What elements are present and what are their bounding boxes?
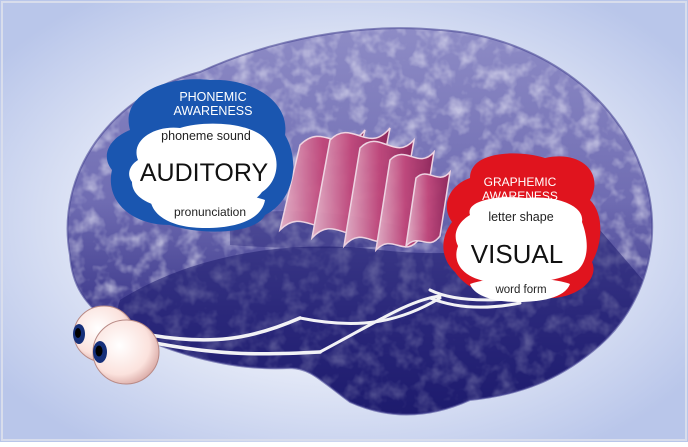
phonemic-awareness-label-line2: AWARENESS	[174, 104, 253, 118]
auditory-label: AUDITORY	[140, 159, 269, 187]
letter-shape-label: letter shape	[488, 210, 553, 224]
phoneme-sound-label: phoneme sound	[161, 129, 251, 143]
visual-label: VISUAL	[471, 239, 564, 269]
word-form-label: word form	[494, 284, 546, 296]
graphemic-awareness-label-line1: GRAPHEMIC	[484, 175, 557, 189]
phonemic-awareness-label-line1: PHONEMIC	[179, 90, 246, 104]
pronunciation-label: pronunciation	[174, 205, 246, 219]
graphemic-awareness-label-line2: AWARENESS	[482, 189, 558, 203]
